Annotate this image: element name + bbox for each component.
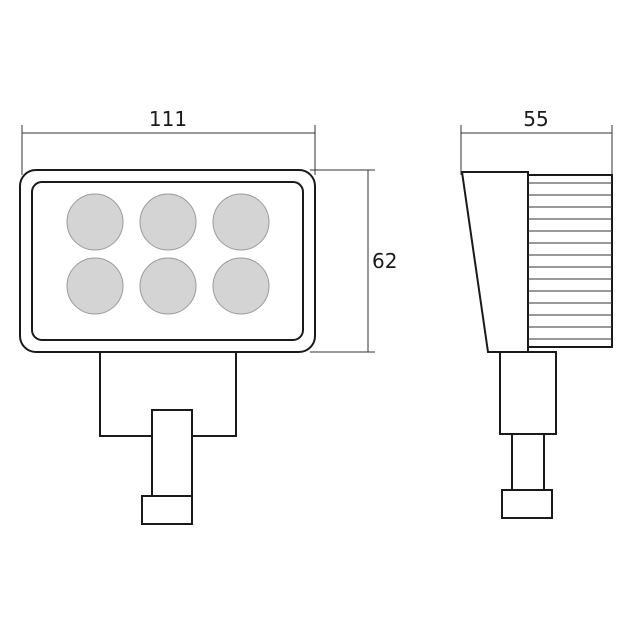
led-2 xyxy=(139,193,197,251)
side-nut xyxy=(501,489,553,519)
mount-nut xyxy=(141,495,193,525)
side-heatsink xyxy=(527,174,613,348)
led-array xyxy=(66,193,270,315)
led-6 xyxy=(212,257,270,315)
heatsink-fins xyxy=(528,182,612,340)
mount-stem xyxy=(151,409,193,511)
side-view: 55 xyxy=(460,107,613,519)
width-label: 111 xyxy=(149,107,187,131)
height-label: 62 xyxy=(372,249,397,273)
side-lens-body xyxy=(460,171,529,353)
housing-inner xyxy=(31,181,304,341)
depth-label: 55 xyxy=(523,107,548,131)
led-5 xyxy=(139,257,197,315)
front-view: 111 62 xyxy=(19,107,397,525)
led-4 xyxy=(66,257,124,315)
side-stem xyxy=(511,433,545,495)
side-bracket xyxy=(499,351,557,435)
led-3 xyxy=(212,193,270,251)
led-1 xyxy=(66,193,124,251)
